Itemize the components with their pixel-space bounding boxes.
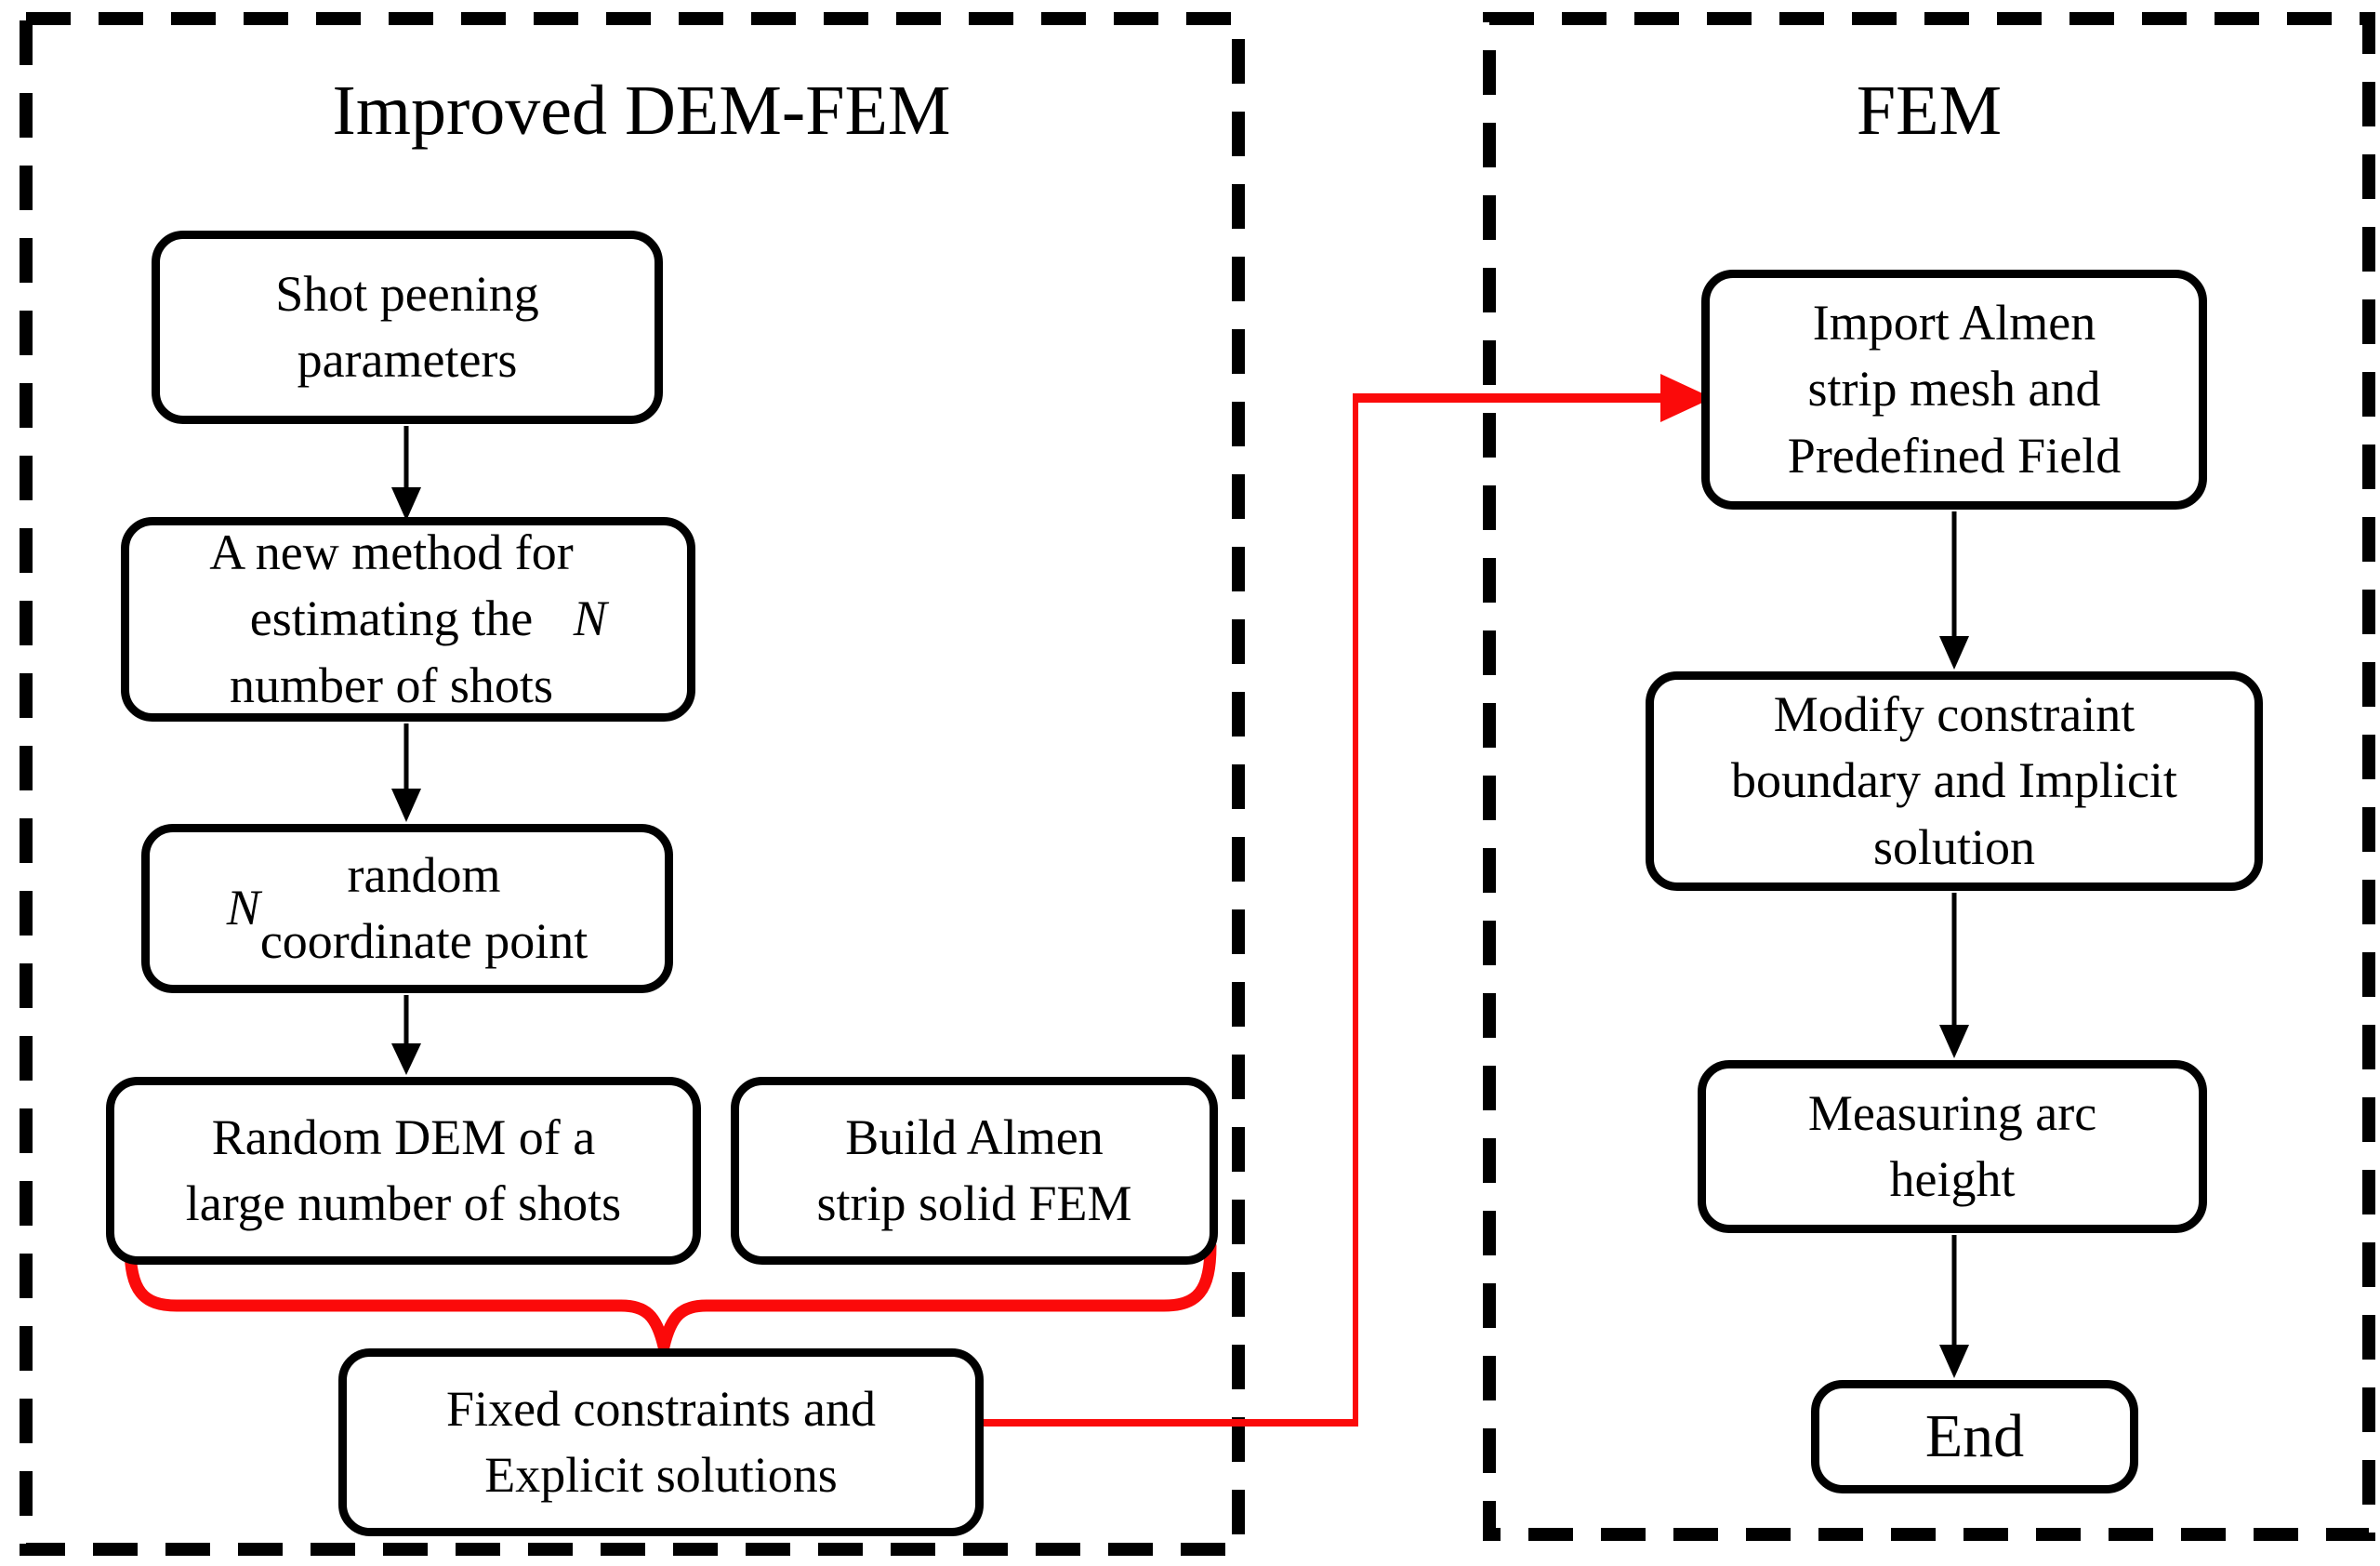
left-panel-dashed-border [20,12,1245,1556]
node-new-method-estimating-shots: A new method for estimating the number o… [121,517,695,722]
left-panel-title: Improved DEM-FEM [332,72,951,150]
arrowhead-icon [1939,636,1969,670]
right-panel-title: FEM [1856,72,2003,150]
node-modify-constraint-boundary: Modify constraint boundary and Implicit … [1646,671,2263,891]
arrowhead-icon [391,487,421,521]
red-curly-brace [124,1240,1217,1353]
node-fixed-constraints-explicit-solutions: Fixed constraints and Explicit solutions [338,1348,984,1536]
node-build-almen-strip-solid-fem: Build Almen strip solid FEM [731,1077,1218,1265]
arrowhead-icon [391,1043,421,1075]
arrowhead-icon [1939,1025,1969,1058]
node-random-dem-large-number-shots: Random DEM of a large number of shots [106,1077,701,1265]
arrowhead-icon [391,789,421,822]
node-shot-peening-parameters: Shot peening parameters [152,231,663,424]
node-end: End [1811,1380,2138,1493]
arrowhead-icon [1939,1345,1969,1378]
node-n-random-coordinate-point: N random coordinate point [141,824,673,993]
node-measuring-arc-height: Measuring arc height [1698,1060,2207,1233]
red-arrowhead-icon [1660,374,1712,422]
right-panel-dashed-border [1483,12,2375,1541]
node-import-almen-strip-mesh: Import Almen strip mesh and Predefined F… [1701,270,2207,510]
